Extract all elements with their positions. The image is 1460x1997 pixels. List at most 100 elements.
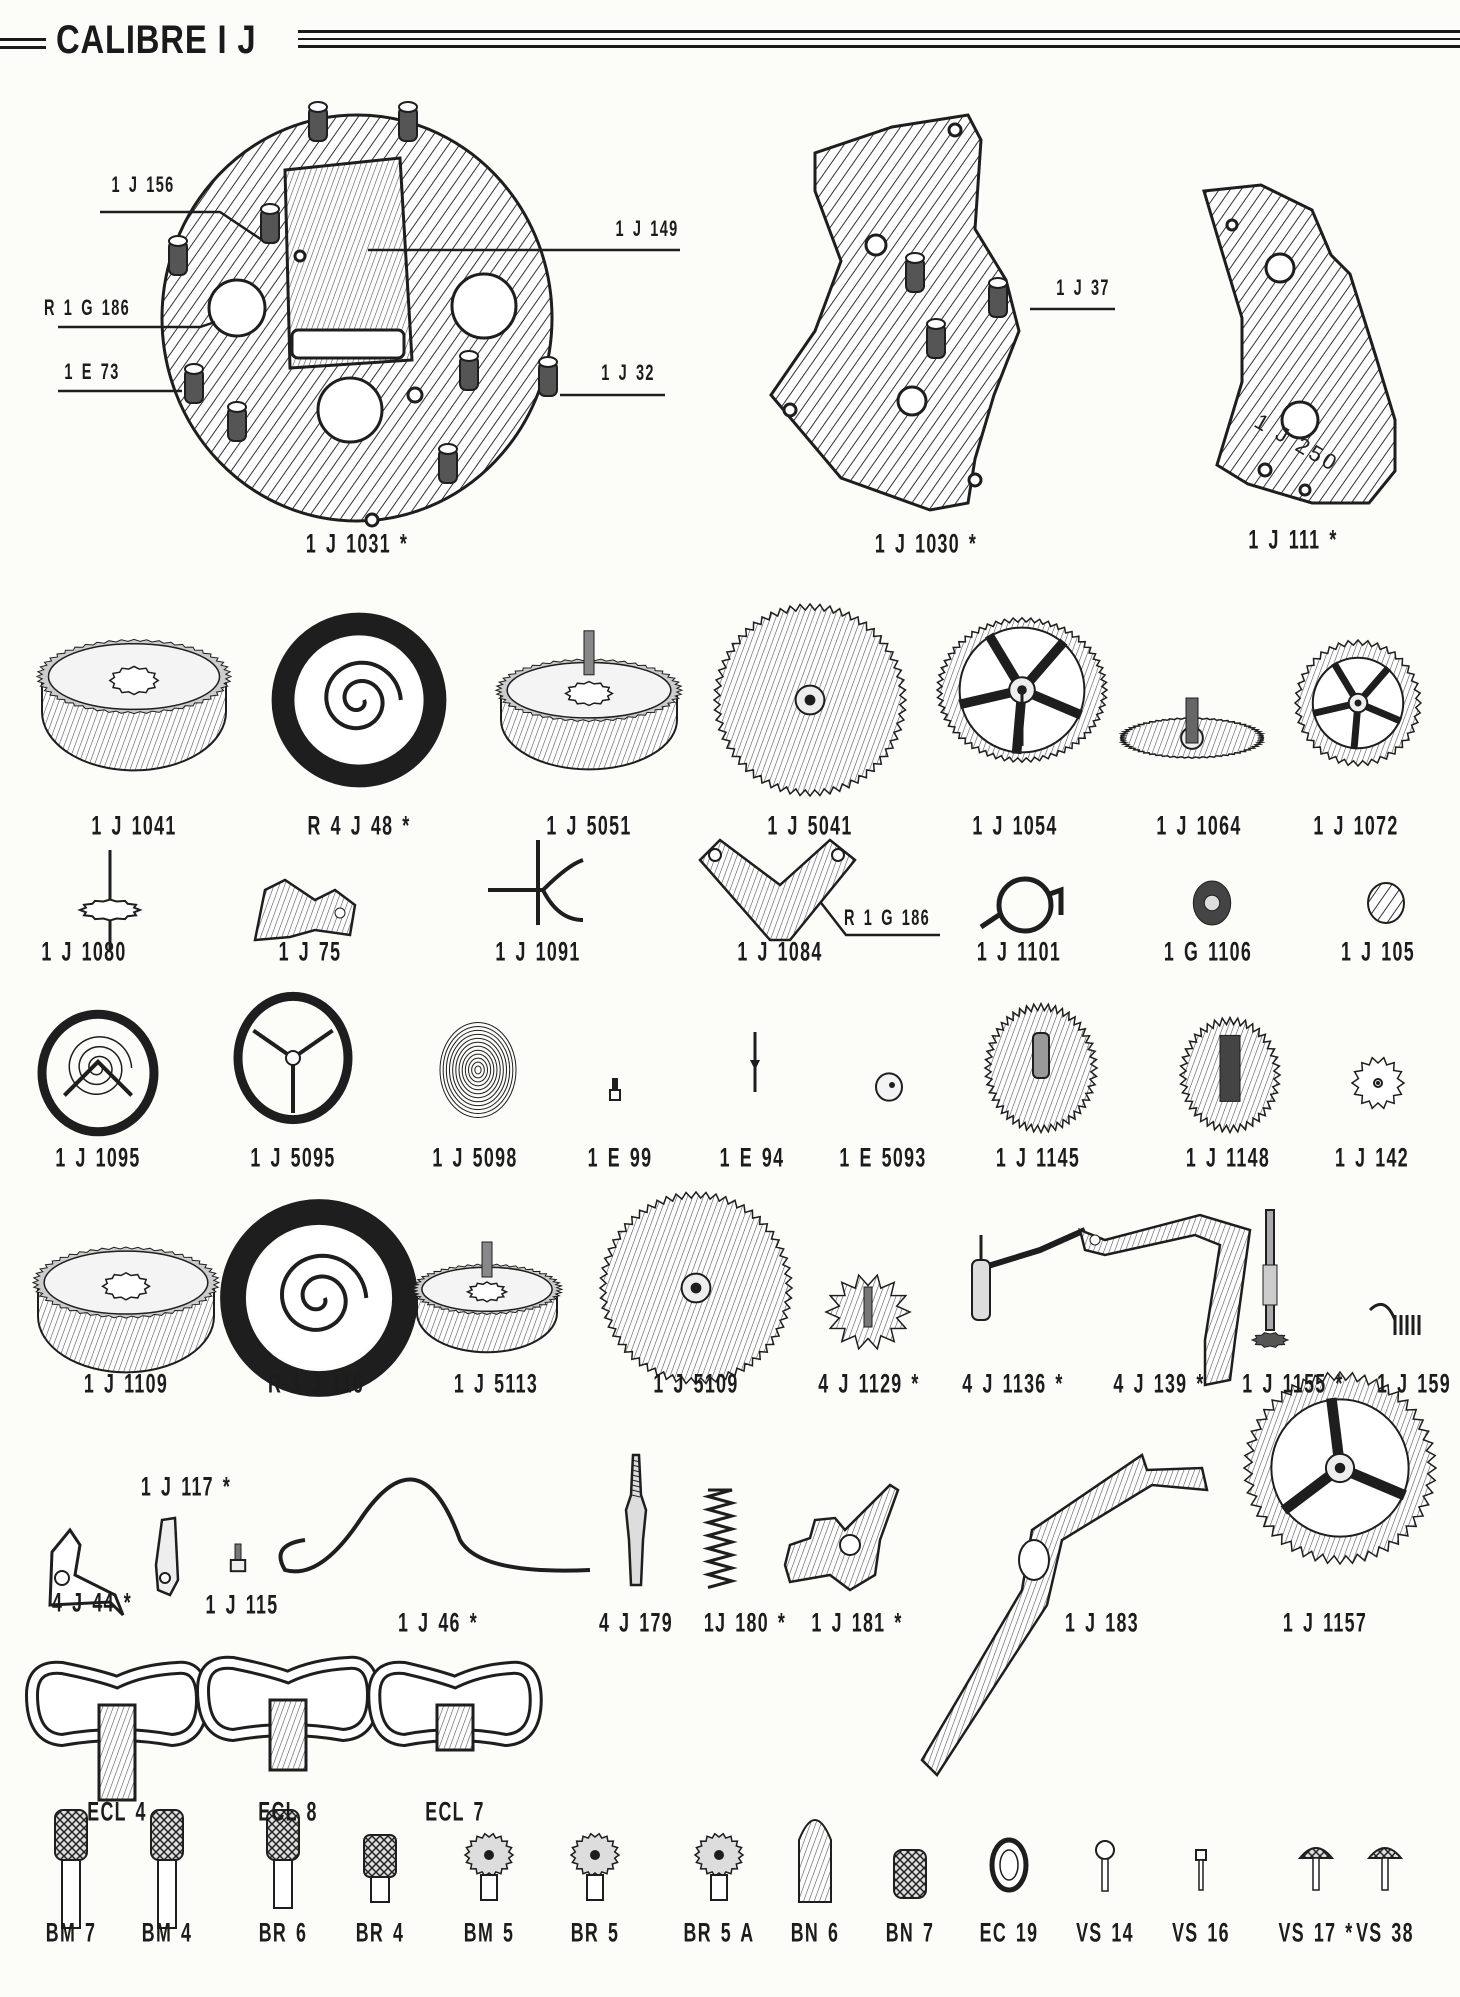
part-number-label: 1 J 1072 xyxy=(1313,810,1399,841)
spoked-wheel-drawing xyxy=(935,616,1109,764)
knob-label: BN 6 xyxy=(790,1917,840,1948)
knob-label: BM 5 xyxy=(463,1917,515,1948)
gear-pipe-drawing xyxy=(983,1001,1099,1135)
part-number-label: 1 J 1101 xyxy=(976,936,1062,967)
jewel-disc-drawing xyxy=(1192,880,1232,926)
part-number-label: 1 J 5041 xyxy=(767,810,853,841)
part-number-label: 1 J 1041 xyxy=(91,810,177,841)
tiny-gear-drawing xyxy=(1350,1056,1406,1110)
barrel-arbor-drawing xyxy=(410,1241,564,1354)
hairspring-drawing xyxy=(439,1022,517,1118)
knob-label: BR 5 A xyxy=(683,1917,755,1948)
lever-drawing xyxy=(253,878,357,942)
coil-spring-drawing xyxy=(1368,1302,1421,1335)
winding-stem-drawing xyxy=(1250,1209,1290,1348)
ratchet-star-drawing xyxy=(824,1273,912,1351)
gear-drawing xyxy=(598,1190,794,1386)
title-rule-right xyxy=(298,30,1460,33)
part-number-label: 1 J 1091 xyxy=(495,936,581,967)
v-bridge-drawing xyxy=(698,838,857,942)
part-number-label: 1 J 159 xyxy=(1377,1368,1451,1399)
compression-spring-drawing xyxy=(702,1488,738,1589)
bullet-drawing xyxy=(798,1819,832,1903)
part-number-label: 1 G 1106 xyxy=(1163,936,1253,967)
knob-label: VS 38 xyxy=(1356,1917,1414,1948)
part-number-label: 1 J 5095 xyxy=(250,1142,336,1173)
knob-label: BN 7 xyxy=(885,1917,935,1948)
callout-label: 1 E 73 xyxy=(64,359,120,384)
barrel-drawing xyxy=(31,1246,221,1374)
tiny-pin-drawing xyxy=(609,1078,621,1101)
small-wheel-drawing xyxy=(1293,638,1423,768)
winding-key-drawing xyxy=(195,1655,381,1772)
arbor-pin-drawing xyxy=(624,1453,648,1587)
pinion-drawing xyxy=(77,850,143,950)
washer-drawing xyxy=(989,1837,1029,1893)
part-number-label: 1 J 142 xyxy=(1335,1142,1409,1173)
part-number-label: 1 E 94 xyxy=(719,1142,785,1173)
part-number-label: R 4 J 48 * xyxy=(307,810,411,841)
part-number-label: 1 J 1148 xyxy=(1185,1142,1271,1173)
part-number-label: 1 J 5109 xyxy=(653,1368,739,1399)
part-number-label: 4 J 1136 * xyxy=(962,1368,1064,1399)
part-number-label: 1 J 111 * xyxy=(1248,524,1338,555)
screw-drawing xyxy=(1095,1840,1115,1892)
crown-drawing xyxy=(693,1832,745,1901)
knob-label: BM 7 xyxy=(45,1917,97,1948)
crown-drawing xyxy=(569,1832,621,1901)
key-label: ECL 4 xyxy=(87,1796,147,1827)
barrel-drawing xyxy=(35,638,233,772)
part-number-label: 4 J 1129 * xyxy=(818,1368,920,1399)
title-rule-right xyxy=(298,38,1460,40)
knurled-long-drawing xyxy=(150,1809,184,1929)
callout-label: 1 J 149 xyxy=(615,216,679,241)
part-number-label: 1 J 1064 xyxy=(1156,810,1242,841)
cone-screw-drawing xyxy=(1366,1847,1404,1891)
part-number-label: 1 J 1095 xyxy=(55,1142,141,1173)
part-number-label: 1 J 46 * xyxy=(398,1607,478,1638)
barrel-bridge-1J1030 xyxy=(769,113,1021,512)
setting-spring-arm-drawing xyxy=(1078,1213,1252,1387)
part-number-label: 1 J 181 * xyxy=(811,1607,903,1638)
callout-label: 1 J 37 xyxy=(1056,275,1110,300)
part-number-label: 1 J 1054 xyxy=(972,810,1058,841)
part-number-label: 4 J 179 xyxy=(599,1607,673,1638)
part-number-label: 1 J 1145 xyxy=(995,1142,1081,1173)
knob-label: BR 5 xyxy=(570,1917,620,1948)
gear-drawing xyxy=(712,602,908,798)
part-number-label: 1 J 1157 xyxy=(1282,1607,1368,1638)
knob-label: EC 19 xyxy=(979,1917,1039,1948)
staff-drawing xyxy=(750,1032,760,1092)
part-number-label: 1 J 115 xyxy=(205,1589,279,1620)
click-drawing xyxy=(154,1516,180,1597)
hammer-lever-drawing xyxy=(783,1483,900,1592)
part-number-label: 1 J 1080 xyxy=(41,936,127,967)
flat-wheel-drawing xyxy=(1118,697,1266,759)
part-number-label: 1 J 1030 * xyxy=(874,528,978,559)
mainspring-drawing xyxy=(271,612,447,788)
screw-drawing xyxy=(229,1543,247,1573)
title-rule-left xyxy=(0,46,46,49)
balance-assembly-drawing xyxy=(37,1009,159,1137)
part-number-label: 1 J 5113 xyxy=(453,1368,539,1399)
gear-pipe-small-drawing xyxy=(1178,1015,1282,1135)
part-number-label: 4 J 139 * xyxy=(1113,1368,1205,1399)
callout-label: 1 J 32 xyxy=(601,360,655,385)
key-label: ECL 7 xyxy=(425,1796,485,1827)
key-label: ECL 8 xyxy=(258,1796,318,1827)
knurled-barrel-drawing xyxy=(893,1849,927,1899)
large-gear-drawing xyxy=(1242,1370,1438,1566)
callout-leader-line xyxy=(100,210,263,242)
long-lever-drawing xyxy=(920,1453,1209,1777)
wire-spring-drawing xyxy=(278,1477,591,1574)
part-number-label: 1 J 5098 xyxy=(432,1142,518,1173)
part-number-label: 1 J 1031 * xyxy=(305,528,409,559)
part-number-label: 1 E 5093 xyxy=(839,1142,927,1173)
setting-lever-drawing xyxy=(48,1527,125,1617)
crown-drawing xyxy=(463,1832,515,1901)
winding-key-drawing xyxy=(367,1660,543,1752)
train-bridge-1J111 xyxy=(1202,183,1397,505)
winding-key-drawing xyxy=(24,1660,210,1802)
